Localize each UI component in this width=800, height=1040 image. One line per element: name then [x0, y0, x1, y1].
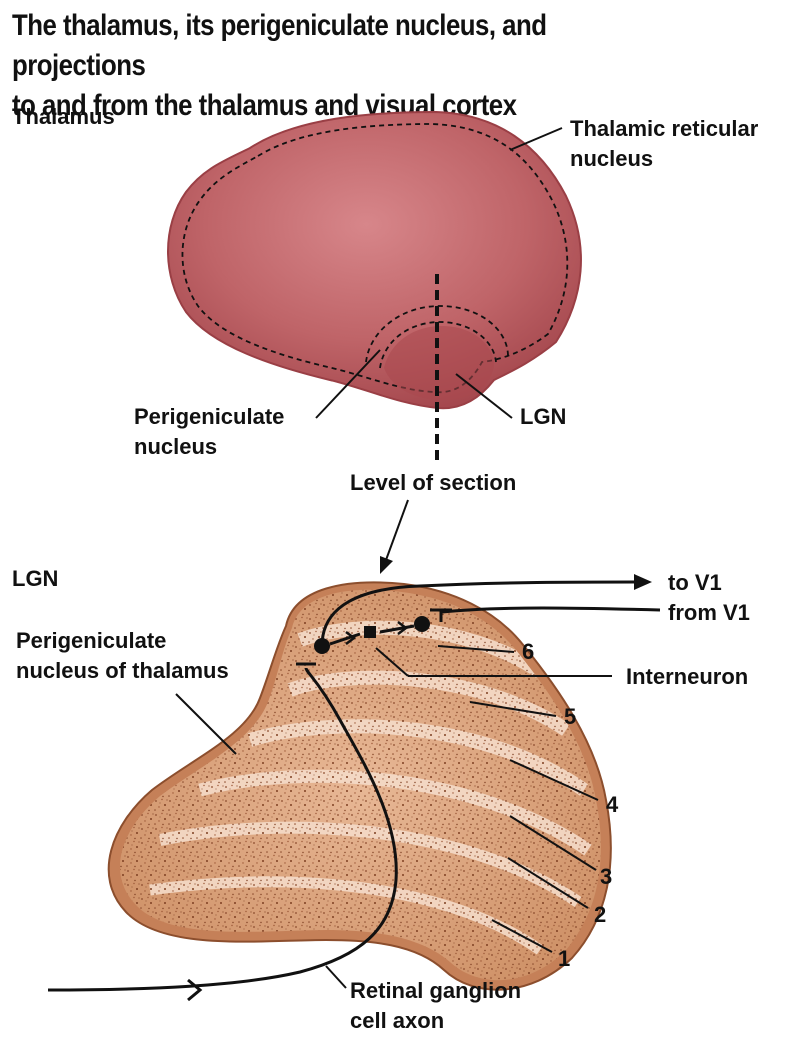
label-perigeniculate-2: nucleus [134, 434, 217, 459]
label-from-v1: from V1 [668, 600, 750, 625]
lgn-heading: LGN [12, 566, 58, 591]
label-perigeniculate-thalamus-1: Perigeniculate [16, 628, 166, 653]
label-layer-6: 6 [522, 639, 534, 664]
label-layer-4: 4 [606, 792, 619, 817]
label-perigeniculate-1: Perigeniculate [134, 404, 284, 429]
label-layer-5: 5 [564, 704, 576, 729]
perigeniculate-cell-soma [414, 616, 430, 632]
relay-cell-soma [314, 638, 330, 654]
section-arrow [386, 500, 408, 560]
label-layer-1: 1 [558, 946, 570, 971]
section-arrowhead [380, 556, 393, 574]
label-level-of-section: Level of section [350, 470, 516, 495]
label-interneuron: Interneuron [626, 664, 748, 689]
label-layer-3: 3 [600, 864, 612, 889]
thalamus-heading: Thalamus [12, 104, 115, 129]
leader-retinal-axon [326, 966, 346, 988]
label-layer-2: 2 [594, 902, 606, 927]
label-to-v1: to V1 [668, 570, 722, 595]
label-lgn-top: LGN [520, 404, 566, 429]
label-retinal-1: Retinal ganglion [350, 978, 521, 1003]
lgn-layer-bands [90, 570, 630, 1010]
label-retinal-2: cell axon [350, 1008, 444, 1033]
interneuron-soma [364, 626, 376, 638]
label-thalamic-reticular-2: nucleus [570, 146, 653, 171]
label-thalamic-reticular-1: Thalamic reticular [570, 116, 759, 141]
retinal-axon-arrow [188, 980, 200, 1000]
to-v1-arrowhead [634, 574, 652, 590]
label-perigeniculate-thalamus-2: nucleus of thalamus [16, 658, 229, 683]
leader-perigeniculate-thalamus [176, 694, 236, 754]
